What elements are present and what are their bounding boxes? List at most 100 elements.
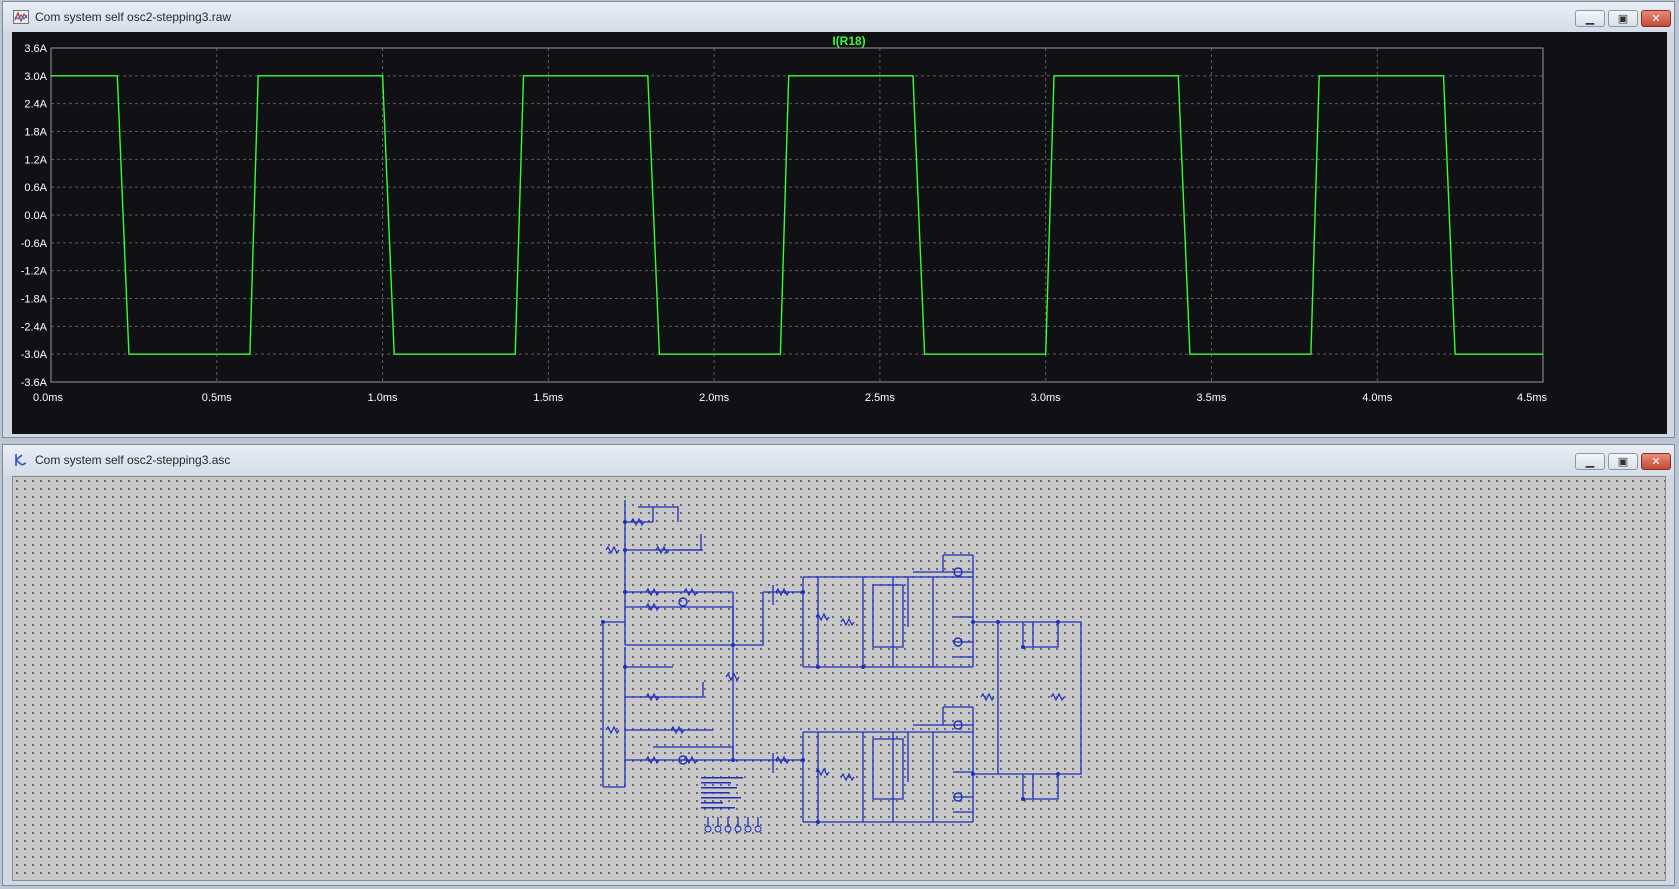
transistor-symbol[interactable] bbox=[953, 720, 963, 730]
wire-junction bbox=[1056, 620, 1060, 624]
resistor-symbol[interactable] bbox=[1050, 692, 1065, 702]
wire-junction bbox=[601, 620, 605, 624]
x-tick-label[interactable]: 3.0ms bbox=[1031, 392, 1061, 404]
wire-junction bbox=[801, 758, 805, 762]
resistor-symbol[interactable] bbox=[655, 545, 670, 555]
x-tick-label[interactable]: 2.0ms bbox=[699, 392, 729, 404]
y-tick-label[interactable]: -2.4A bbox=[21, 321, 48, 333]
plot-frame bbox=[50, 47, 1544, 383]
transistor-symbol[interactable] bbox=[953, 567, 963, 577]
wire-junction bbox=[816, 820, 820, 824]
waveform-plot-area[interactable]: 3.6A 3.0A 2.4A 1.8A 1.2A 0.6A 0.0A -0.6A -1.2A -1… bbox=[12, 32, 1667, 434]
plot-titlebar[interactable]: Com system self osc2-stepping3.raw ▁ ▣ ✕ bbox=[3, 2, 1674, 32]
resistor-symbol[interactable] bbox=[605, 725, 620, 735]
x-tick-label[interactable]: 0.5ms bbox=[202, 392, 232, 404]
transistor-symbol[interactable] bbox=[953, 637, 963, 647]
resistor-symbol[interactable] bbox=[815, 767, 830, 777]
resistor-symbol[interactable] bbox=[840, 617, 855, 627]
y-tick-label[interactable]: 3.0A bbox=[24, 71, 47, 83]
circuit-drawing[interactable] bbox=[13, 477, 1665, 880]
transistor-symbol[interactable] bbox=[953, 792, 963, 802]
voltage-source-symbol[interactable] bbox=[724, 825, 732, 833]
resistor-symbol[interactable] bbox=[630, 517, 645, 527]
resistor-symbol[interactable] bbox=[645, 602, 660, 612]
circuit-components[interactable] bbox=[601, 517, 1065, 833]
y-tick-label[interactable]: -1.2A bbox=[21, 266, 48, 278]
x-tick-label[interactable]: 1.0ms bbox=[368, 392, 398, 404]
y-tick-label[interactable]: -0.6A bbox=[21, 238, 48, 250]
wire-junction bbox=[623, 665, 627, 669]
wire-junction bbox=[996, 620, 1000, 624]
transistor-symbol[interactable] bbox=[678, 755, 688, 765]
x-tick-label[interactable]: 1.5ms bbox=[533, 392, 563, 404]
y-tick-label[interactable]: 2.4A bbox=[24, 99, 47, 111]
wire-junction bbox=[1056, 772, 1060, 776]
voltage-source-symbol[interactable] bbox=[714, 825, 722, 833]
voltage-source-symbol[interactable] bbox=[744, 825, 752, 833]
close-button[interactable]: ✕ bbox=[1641, 453, 1671, 470]
resistor-symbol[interactable] bbox=[605, 545, 620, 555]
trace-label[interactable]: I(R18) bbox=[832, 34, 865, 48]
resistor-symbol[interactable] bbox=[725, 672, 740, 682]
resistor-symbol[interactable] bbox=[645, 587, 660, 597]
voltage-source-symbol[interactable] bbox=[704, 825, 712, 833]
resistor-symbol[interactable] bbox=[670, 725, 685, 735]
schematic-window-title: Com system self osc2-stepping3.asc bbox=[35, 453, 231, 467]
x-tick-label[interactable]: 4.0ms bbox=[1362, 392, 1392, 404]
minimize-button[interactable]: ▁ bbox=[1575, 10, 1605, 27]
wire-junction bbox=[801, 590, 805, 594]
x-tick-label[interactable]: 0.0ms bbox=[33, 392, 63, 404]
circuit-wires[interactable] bbox=[602, 500, 1082, 827]
minimize-button[interactable]: ▁ bbox=[1575, 453, 1605, 470]
schematic-canvas[interactable] bbox=[12, 476, 1666, 881]
voltage-source-symbol[interactable] bbox=[734, 825, 742, 833]
wire-junction bbox=[623, 548, 627, 552]
wire-junction bbox=[861, 665, 865, 669]
resistor-symbol[interactable] bbox=[775, 587, 790, 597]
waveform-icon bbox=[13, 10, 29, 24]
schematic-window[interactable]: Com system self osc2-stepping3.asc ▁ ▣ ✕ bbox=[2, 444, 1675, 886]
y-tick-label[interactable]: 0.6A bbox=[24, 182, 47, 194]
close-icon: ✕ bbox=[1651, 455, 1661, 468]
maximize-icon: ▣ bbox=[1617, 12, 1629, 25]
y-tick-label[interactable]: -1.8A bbox=[21, 294, 48, 306]
x-tick-label[interactable]: 4.5ms bbox=[1517, 392, 1547, 404]
resistor-symbol[interactable] bbox=[645, 692, 660, 702]
y-tick-label[interactable]: 0.0A bbox=[24, 210, 47, 222]
wire-junction bbox=[971, 772, 975, 776]
plot-window-title: Com system self osc2-stepping3.raw bbox=[35, 10, 232, 24]
schematic-icon bbox=[15, 454, 27, 466]
resistor-symbol[interactable] bbox=[775, 755, 790, 765]
maximize-icon: ▣ bbox=[1617, 455, 1629, 468]
transistor-symbol[interactable] bbox=[678, 597, 688, 607]
schematic-spice-directives bbox=[701, 777, 743, 809]
maximize-button[interactable]: ▣ bbox=[1608, 453, 1638, 470]
minimize-icon: ▁ bbox=[1585, 12, 1595, 25]
voltage-source-symbol[interactable] bbox=[754, 825, 762, 833]
resistor-symbol[interactable] bbox=[815, 612, 830, 622]
wire-junction bbox=[1021, 797, 1025, 801]
y-tick-label[interactable]: -3.0A bbox=[21, 349, 48, 361]
wire-junction bbox=[623, 520, 627, 524]
close-icon: ✕ bbox=[1651, 12, 1661, 25]
trace-i-r18[interactable] bbox=[51, 75, 1543, 355]
y-tick-label[interactable]: 1.2A bbox=[24, 154, 47, 166]
y-tick-label[interactable]: -3.6A bbox=[21, 377, 48, 389]
schematic-titlebar[interactable]: Com system self osc2-stepping3.asc ▁ ▣ ✕ bbox=[3, 445, 1674, 475]
wire-junction bbox=[731, 758, 735, 762]
wire-junction bbox=[971, 620, 975, 624]
x-tick-label[interactable]: 2.5ms bbox=[865, 392, 895, 404]
resistor-symbol[interactable] bbox=[683, 587, 698, 597]
plot-window[interactable]: Com system self osc2-stepping3.raw ▁ ▣ ✕… bbox=[2, 1, 1675, 438]
wire-junction bbox=[731, 643, 735, 647]
y-tick-label[interactable]: 3.6A bbox=[24, 43, 47, 55]
y-tick-label[interactable]: 1.8A bbox=[24, 127, 47, 139]
close-button[interactable]: ✕ bbox=[1641, 10, 1671, 27]
resistor-symbol[interactable] bbox=[645, 755, 660, 765]
x-tick-label[interactable]: 3.5ms bbox=[1196, 392, 1226, 404]
resistor-symbol[interactable] bbox=[980, 692, 995, 702]
maximize-button[interactable]: ▣ bbox=[1608, 10, 1638, 27]
resistor-symbol[interactable] bbox=[840, 772, 855, 782]
waveform-chart[interactable]: 3.6A 3.0A 2.4A 1.8A 1.2A 0.6A 0.0A -0.6A -1.2A -1… bbox=[12, 32, 1667, 434]
wire-junction bbox=[623, 590, 627, 594]
